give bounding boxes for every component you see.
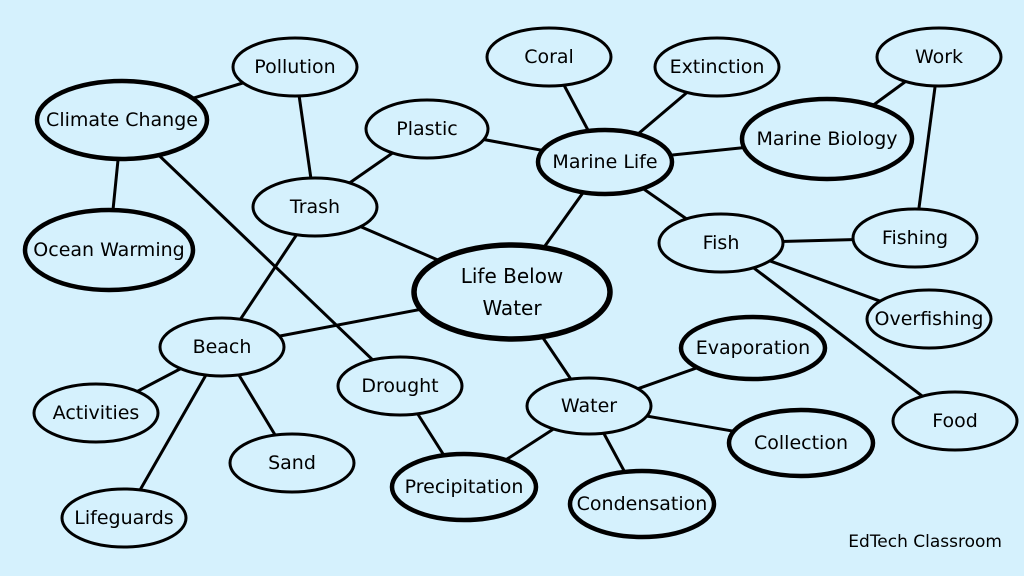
node-ellipse xyxy=(739,96,915,182)
node-label: Trash xyxy=(289,196,340,218)
node-plastic: Plastic xyxy=(364,98,490,160)
node-water: Water xyxy=(525,376,653,436)
node-label: Sand xyxy=(268,452,316,474)
node-trash: Trash xyxy=(251,176,379,238)
node-fishing: Fishing xyxy=(851,207,979,269)
node-pollution: Pollution xyxy=(231,36,359,98)
node-label: Climate Change xyxy=(46,109,198,131)
edge-climate-change-to-drought xyxy=(120,118,402,388)
node-label: Plastic xyxy=(396,118,457,140)
node-precipitation: Precipitation xyxy=(389,451,539,523)
node-ellipse xyxy=(535,127,675,197)
node-label: Drought xyxy=(361,375,438,397)
node-lifeguards: Lifeguards xyxy=(60,487,188,549)
node-ellipse xyxy=(251,176,379,238)
node-label: Fish xyxy=(703,232,740,254)
node-condensation: Condensation xyxy=(567,468,717,540)
node-label-line: Water xyxy=(482,296,542,320)
node-label: Marine Biology xyxy=(756,128,897,150)
node-climate-change: Climate Change xyxy=(34,78,210,162)
node-ellipse xyxy=(411,242,613,342)
node-ellipse xyxy=(231,36,359,98)
node-drought: Drought xyxy=(336,355,464,417)
credit-text: EdTech Classroom xyxy=(848,532,1002,552)
node-ellipse xyxy=(336,355,464,417)
node-label: Lifeguards xyxy=(74,507,173,529)
node-ocean-warming: Ocean Warming xyxy=(22,207,196,293)
node-label: Condensation xyxy=(577,493,708,515)
node-label: Work xyxy=(915,46,963,68)
node-label-line: Life Below xyxy=(461,264,564,288)
node-coral: Coral xyxy=(485,26,613,88)
node-ellipse xyxy=(653,36,781,98)
node-collection: Collection xyxy=(726,407,876,479)
node-label: Collection xyxy=(754,432,848,454)
node-work: Work xyxy=(875,26,1003,88)
node-label: Water xyxy=(561,395,617,417)
node-fish: Fish xyxy=(657,212,785,274)
node-label: Coral xyxy=(524,46,574,68)
node-label: Evaporation xyxy=(696,337,810,359)
node-extinction: Extinction xyxy=(653,36,781,98)
node-sand: Sand xyxy=(228,432,356,494)
node-ellipse xyxy=(485,26,613,88)
node-label: Food xyxy=(932,410,978,432)
node-label: Ocean Warming xyxy=(33,239,184,261)
node-ellipse xyxy=(525,376,653,436)
node-ellipse xyxy=(389,451,539,523)
node-ellipse xyxy=(851,207,979,269)
node-ellipse xyxy=(657,212,785,274)
node-label: Pollution xyxy=(254,56,335,78)
node-label: Activities xyxy=(53,402,140,424)
node-ellipse xyxy=(34,78,210,162)
node-ellipse xyxy=(22,207,196,293)
node-ellipse xyxy=(865,288,993,350)
node-ellipse xyxy=(678,314,828,382)
node-ellipse xyxy=(60,487,188,549)
node-label: Precipitation xyxy=(405,476,524,498)
node-beach: Beach xyxy=(158,316,286,378)
node-ellipse xyxy=(891,390,1019,452)
node-label: Marine Life xyxy=(552,151,657,173)
node-ellipse xyxy=(875,26,1003,88)
node-ellipse xyxy=(32,382,160,444)
node-ellipse xyxy=(726,407,876,479)
edge-fish-to-food xyxy=(720,241,956,423)
node-ellipse xyxy=(228,432,356,494)
node-marine-life: Marine Life xyxy=(535,127,675,197)
node-marine-biology: Marine Biology xyxy=(739,96,915,182)
node-ellipse xyxy=(567,468,717,540)
node-label: Beach xyxy=(193,336,252,358)
node-overfishing: Overfishing xyxy=(865,288,993,350)
node-label: Fishing xyxy=(882,227,948,249)
node-label: Overfishing xyxy=(875,308,984,330)
node-label: Extinction xyxy=(670,56,765,78)
node-food: Food xyxy=(891,390,1019,452)
node-ellipse xyxy=(364,98,490,160)
node-evaporation: Evaporation xyxy=(678,314,828,382)
node-activities: Activities xyxy=(32,382,160,444)
node-ellipse xyxy=(158,316,286,378)
